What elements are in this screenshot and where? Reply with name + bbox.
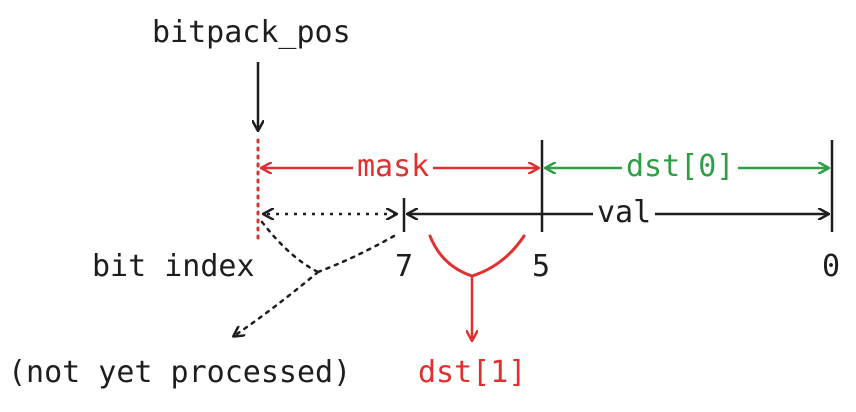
dotted-arrow-to-not-processed: [234, 270, 320, 336]
mask-label: mask: [353, 152, 434, 182]
not-processed-label: (not yet processed): [8, 355, 352, 390]
dst1-bracket: [428, 234, 526, 278]
tick-label-7: 7: [395, 249, 414, 284]
dst1-label: dst[1]: [418, 355, 527, 390]
dotted-branch-right: [316, 234, 396, 274]
val-label: val: [593, 198, 656, 228]
bit-index-label: bit index: [92, 249, 255, 284]
dotted-branch-left: [260, 220, 320, 274]
tick-label-5: 5: [532, 249, 551, 284]
bitpack-pos-label: bitpack_pos: [152, 15, 351, 50]
tick-label-0: 0: [822, 249, 841, 284]
dst0-label: dst[0]: [622, 152, 739, 182]
